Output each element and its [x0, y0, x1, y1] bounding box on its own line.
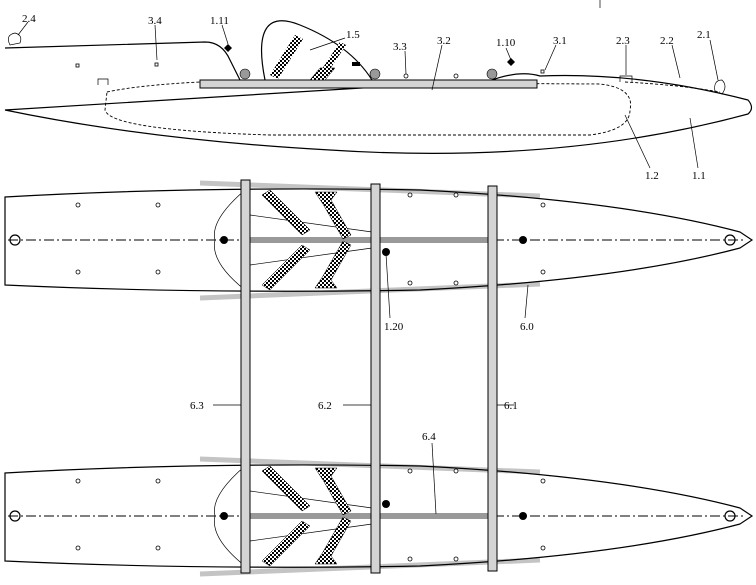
cross-beam-6-2	[370, 183, 381, 574]
side-view-hull: 2.4 3.4 1.11 1.5 3.3 3.2 1.10 3.1 2.3 2.…	[4, 0, 753, 182]
label-2-2: 2.2	[660, 35, 674, 47]
label-6-3: 6.3	[190, 400, 204, 412]
label-3-1: 3.1	[553, 35, 567, 47]
label-6-0: 6.0	[520, 321, 534, 333]
label-6-1: 6.1	[504, 400, 518, 412]
label-6-4: 6.4	[422, 431, 436, 443]
cross-beam-side	[199, 79, 538, 89]
label-2-4: 2.4	[22, 13, 36, 25]
label-1-20: 1.20	[384, 321, 404, 333]
label-3-2: 3.2	[437, 35, 451, 47]
label-1-1: 1.1	[692, 170, 706, 182]
top-view: 1.20 6.0 6.3 6.2 6.1 6.4	[4, 179, 753, 577]
label-3-3: 3.3	[393, 41, 407, 53]
cross-beam-6-1	[487, 185, 498, 572]
label-1-5: 1.5	[346, 29, 360, 41]
label-2-1: 2.1	[697, 29, 711, 41]
label-2-3: 2.3	[616, 35, 630, 47]
label-1-2: 1.2	[645, 170, 659, 182]
label-1-11: 1.11	[210, 15, 229, 27]
label-1-10: 1.10	[496, 37, 516, 49]
label-3-4: 3.4	[148, 15, 162, 27]
cross-beam-6-3	[240, 179, 251, 574]
label-6-2: 6.2	[318, 400, 332, 412]
